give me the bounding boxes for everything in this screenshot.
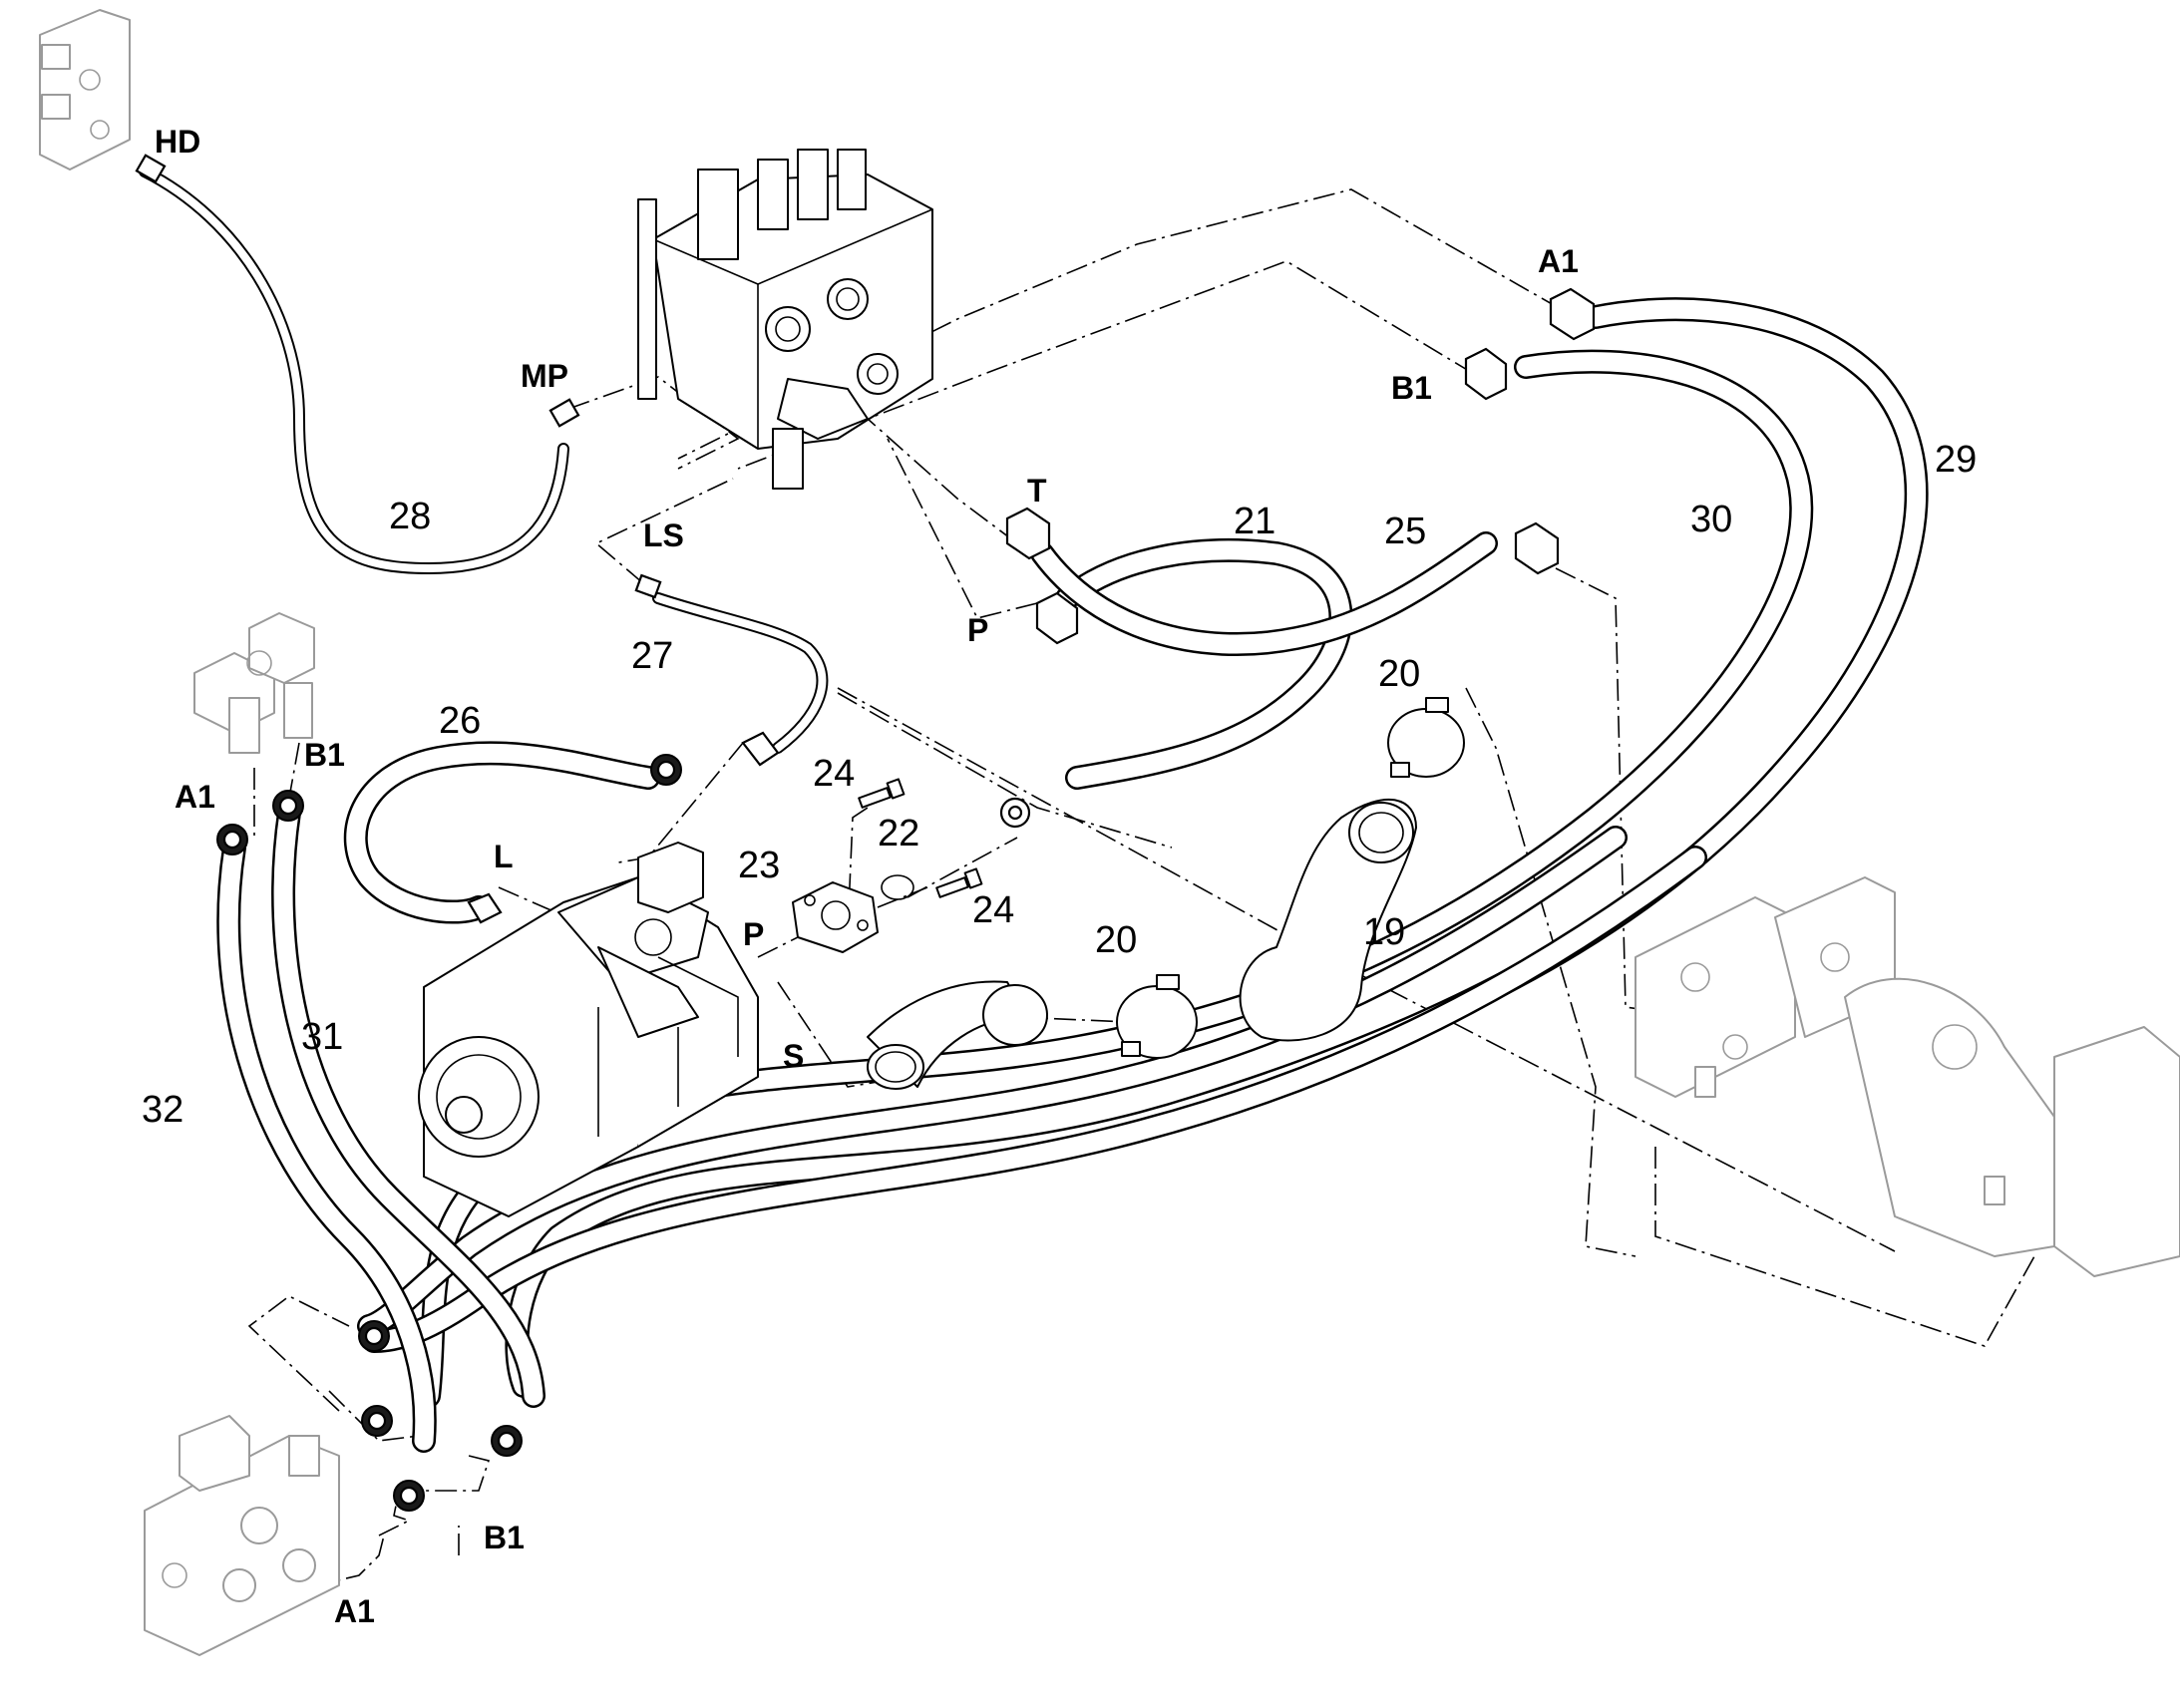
callout-24-lower: 24: [972, 889, 1014, 931]
fitting-hd: [135, 154, 167, 183]
callout-22: 22: [878, 813, 919, 854]
bolt-24b: [935, 867, 983, 898]
port-label-ls: LS: [643, 517, 684, 553]
fitting-26-end: [467, 892, 503, 924]
port-label-a1-bottom: A1: [334, 1593, 375, 1629]
callout-20-upper: 20: [1378, 653, 1420, 695]
port-label-t: T: [1027, 473, 1047, 509]
callout-19: 19: [1363, 911, 1405, 953]
pump-valve: [637, 842, 704, 913]
pump: [418, 842, 759, 1217]
nut-b1-top: [1464, 347, 1508, 401]
port-label-b1-top: B1: [1391, 370, 1432, 406]
bolt-24a: [858, 778, 906, 809]
callouts: 19 20 20 21 22 23 24 24 25 26 27 28 29 3…: [142, 439, 1977, 1131]
hose-32: [216, 836, 437, 1453]
oring-22: [881, 874, 914, 900]
nut-p: [1035, 591, 1079, 645]
nut-25: [1514, 521, 1560, 575]
nut-t: [1005, 507, 1051, 560]
port-label-mp: MP: [521, 358, 568, 394]
callout-21: 21: [1234, 501, 1275, 542]
flange-23: [792, 881, 879, 953]
callout-27: 27: [631, 635, 673, 677]
port-label-s: S: [783, 1038, 804, 1074]
port-label-l: L: [494, 839, 514, 874]
callout-29: 29: [1935, 439, 1977, 481]
fitting-mp: [548, 398, 580, 428]
fitting-27-end: [741, 731, 780, 767]
port-label-a1-top: A1: [1538, 243, 1579, 279]
callout-32: 32: [142, 1089, 183, 1131]
callout-28: 28: [389, 496, 431, 537]
control-valve-block: [637, 149, 933, 490]
callout-23: 23: [738, 845, 780, 886]
left-bracket-fittings: [193, 612, 315, 754]
port-label-hd: HD: [155, 124, 200, 160]
hoses: [139, 166, 1929, 1453]
nut-a1-top: [1549, 287, 1596, 341]
port-labels: HD MP LS T P A1 B1 A1 B1 L P S B1 A1: [155, 124, 1579, 1629]
port-label-a1-left: A1: [175, 779, 215, 815]
lower-valve-block: [144, 1415, 340, 1656]
port-label-b1-bottom: B1: [484, 1520, 525, 1555]
port-label-p-valve: P: [967, 612, 988, 648]
hd-pressure-block: [39, 9, 131, 171]
hose-28: [139, 166, 569, 574]
fitting-ls: [634, 573, 662, 599]
port-label-p-pump: P: [743, 916, 764, 952]
callout-30: 30: [1690, 499, 1732, 540]
callout-25: 25: [1384, 511, 1426, 552]
suction-parts: [867, 697, 1465, 1090]
fittings: [135, 154, 1596, 1512]
callout-24-upper: 24: [813, 753, 855, 795]
right-drive-assembly: [1635, 876, 2180, 1277]
port-label-b1-left: B1: [304, 737, 345, 773]
flange-assembly: [792, 778, 983, 953]
callout-20-lower: 20: [1095, 919, 1137, 961]
callout-31: 31: [301, 1016, 343, 1058]
callout-26: 26: [439, 700, 481, 742]
